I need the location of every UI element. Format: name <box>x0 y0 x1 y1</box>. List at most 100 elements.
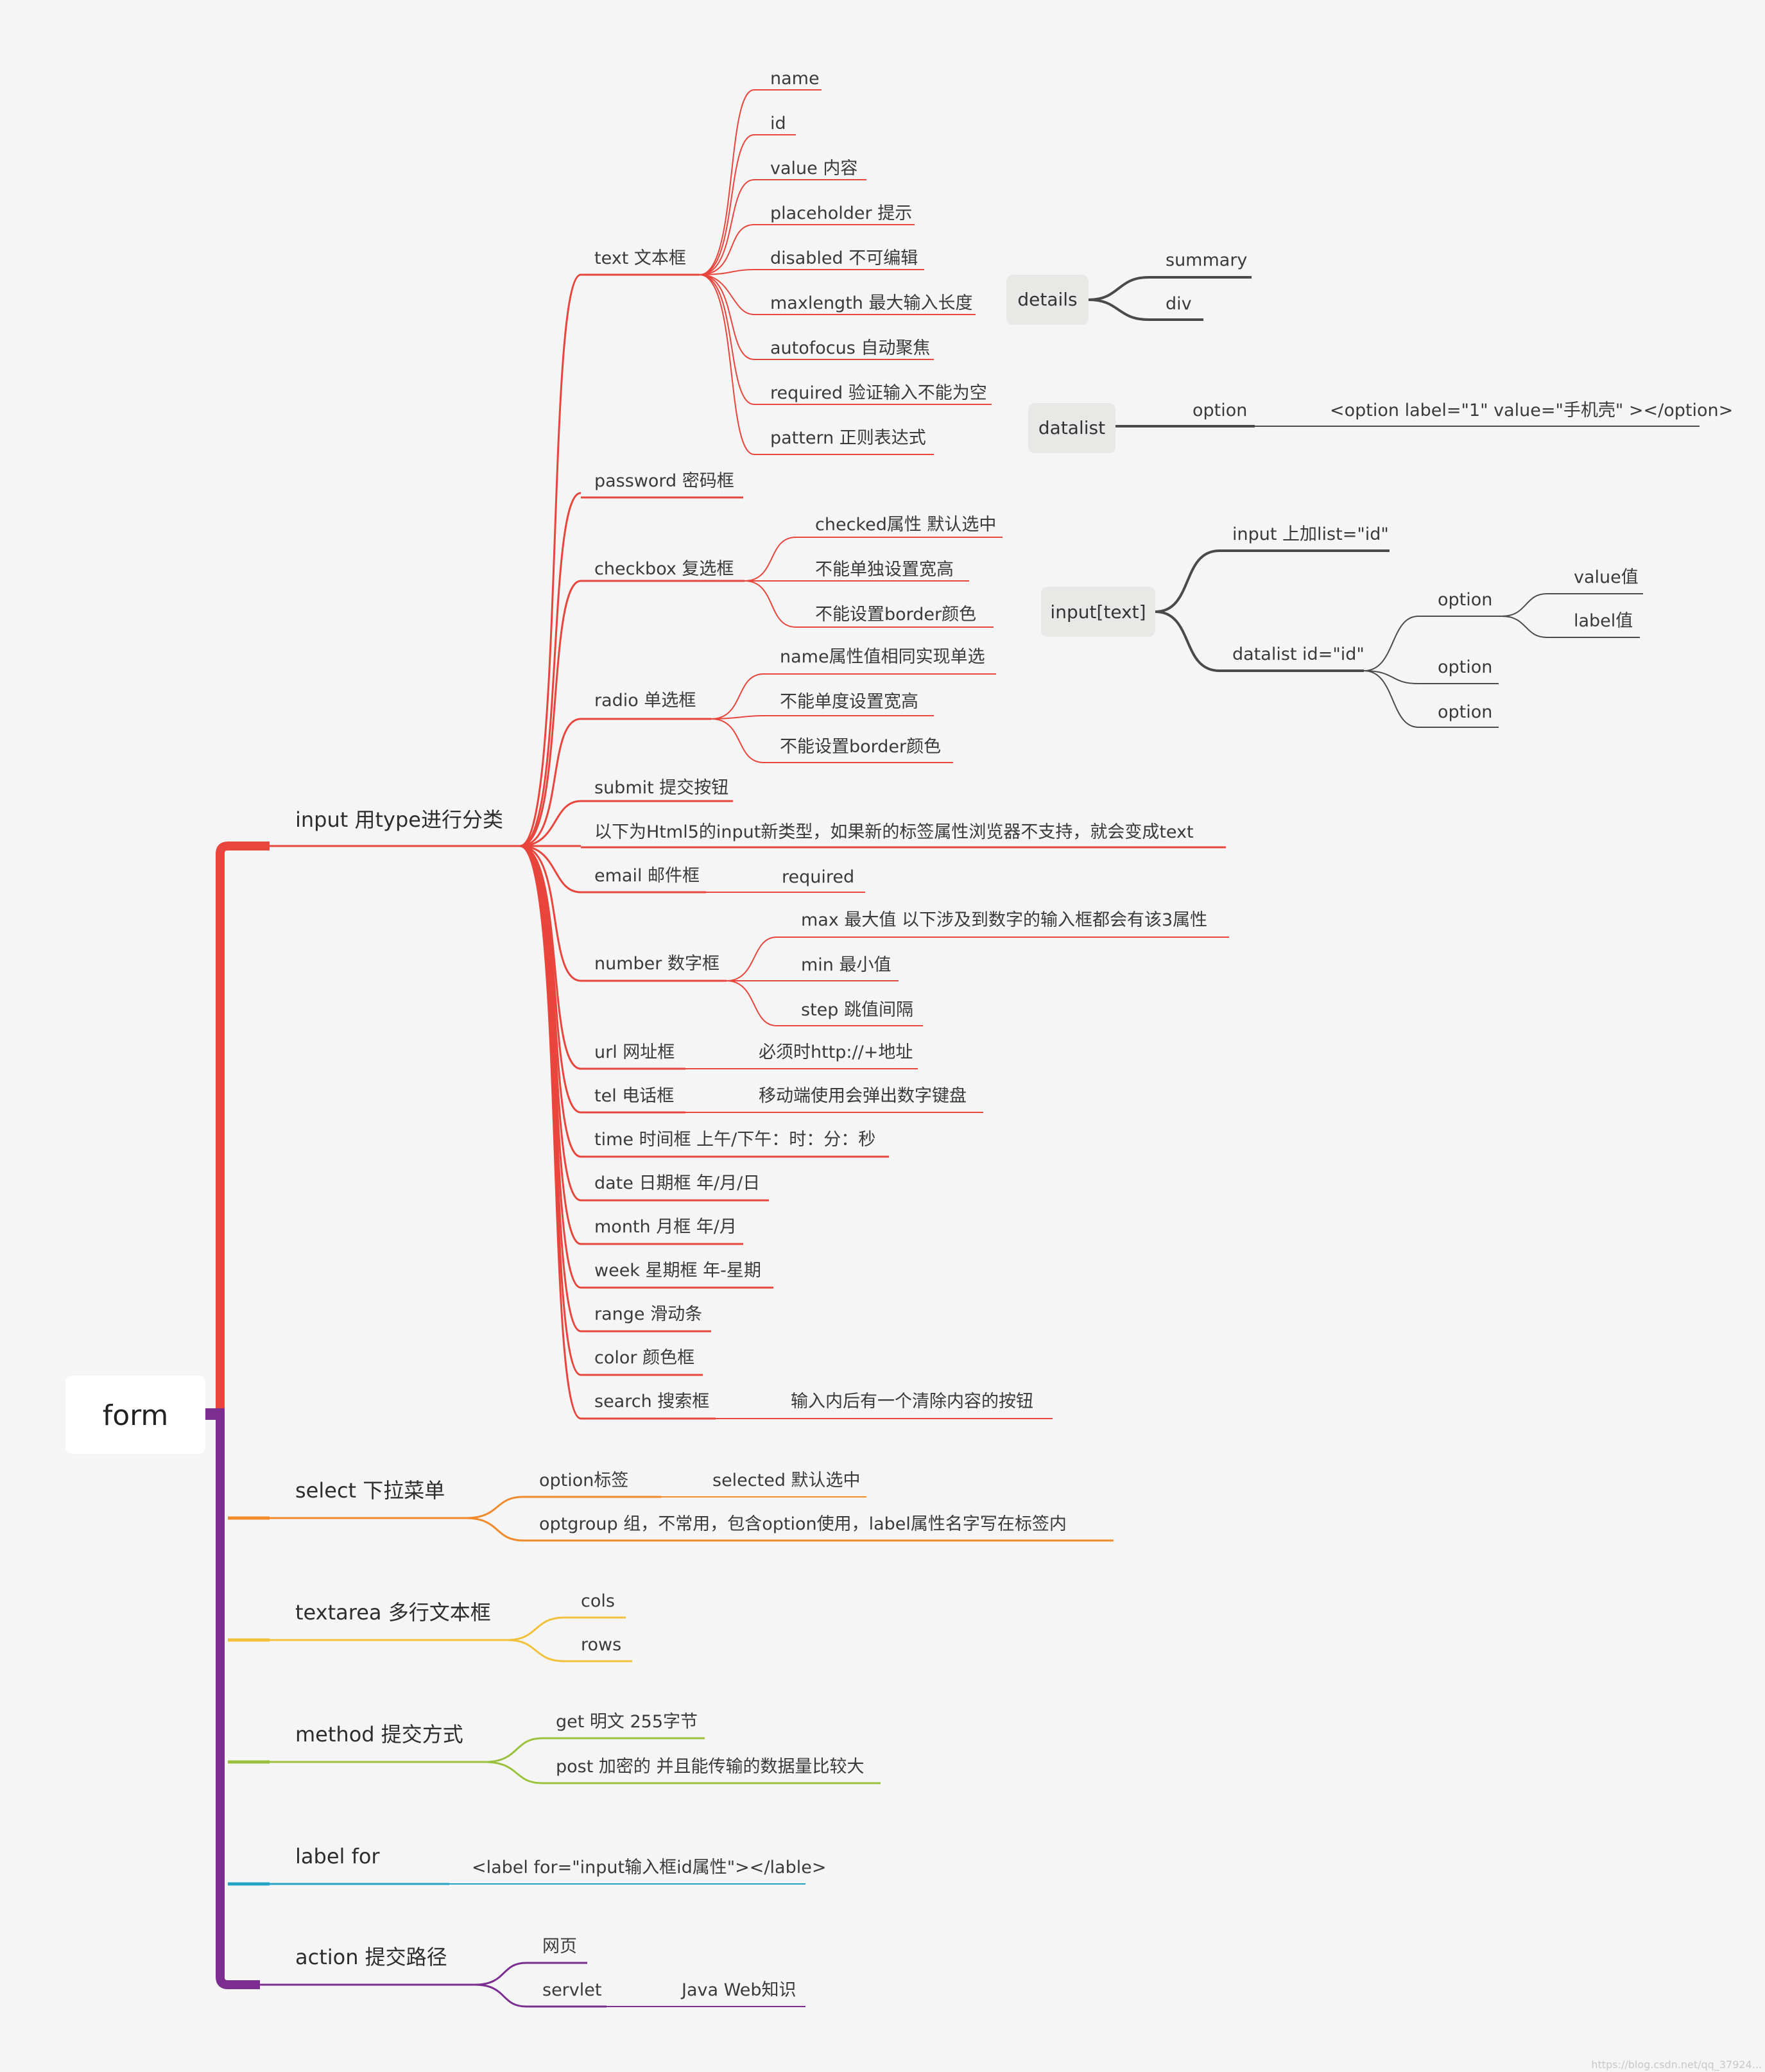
level1-connectors <box>228 1516 270 1886</box>
select-option-child: selected 默认选中 <box>712 1471 861 1490</box>
email-child: required <box>782 867 854 887</box>
datalist-option-child: <option label="1" value="手机壳" ></option> <box>1330 401 1733 420</box>
labelfor-child: <label for="input输入框id属性"></lable> <box>472 1858 826 1878</box>
text-item: placeholder 提示 <box>770 203 912 223</box>
node-html5-note[interactable]: 以下为Html5的input新类型，如果新的标签属性浏览器不支持，就会变成tex… <box>581 822 1226 849</box>
select-optgroup: optgroup 组，不常用，包含option使用，label属性名字写在标签内 <box>539 1514 1067 1534</box>
node-tel[interactable]: tel 电话框 移动端使用会弹出数字键盘 <box>581 1086 983 1114</box>
text-item: autofocus 自动聚焦 <box>770 338 930 358</box>
checkbox-item: 不能设置border颜色 <box>815 605 976 625</box>
root-spine <box>205 842 270 1989</box>
number-item: min 最小值 <box>801 955 891 975</box>
watermark: https://blog.csdn.net/qq_37924... <box>1591 2059 1762 2071</box>
svg-text:color 颜色框: color 颜色框 <box>594 1348 694 1368</box>
svg-text:week 星期框 年-星期: week 星期框 年-星期 <box>594 1261 761 1281</box>
branch-input: input 用type进行分类 text 文本框 <box>270 69 1229 1420</box>
select-label: select 下拉菜单 <box>295 1478 445 1503</box>
inputtext-option: option <box>1438 702 1492 722</box>
float-details[interactable]: details summary div <box>1006 250 1252 325</box>
node-month[interactable]: month 月框 年/月 <box>581 1217 743 1245</box>
node-date[interactable]: date 日期框 年/月/日 <box>581 1173 769 1202</box>
textarea-item: cols <box>581 1591 615 1611</box>
number-item: max 最大值 以下涉及到数字的输入框都会有该3属性 <box>801 910 1207 930</box>
textarea-item: rows <box>581 1635 621 1655</box>
root-label: form <box>103 1399 169 1432</box>
node-week[interactable]: week 星期框 年-星期 <box>581 1261 773 1289</box>
method-label: method 提交方式 <box>295 1722 463 1747</box>
float-datalist[interactable]: datalist option <option label="1" value=… <box>1028 401 1733 453</box>
checkbox-item: 不能单独设置宽高 <box>815 560 954 580</box>
node-search[interactable]: search 搜索框 输入内后有一个清除内容的按钮 <box>581 1392 1053 1420</box>
svg-text:input[text]: input[text] <box>1050 601 1146 623</box>
svg-text:month 月框 年/月: month 月框 年/月 <box>594 1217 737 1237</box>
action-label: action 提交路径 <box>295 1945 447 1969</box>
inputtext-option: option <box>1438 657 1492 677</box>
svg-text:time 时间框 上午/下午：时：分：秒: time 时间框 上午/下午：时：分：秒 <box>594 1130 875 1150</box>
svg-text:email 邮件框: email 邮件框 <box>594 866 700 886</box>
node-radio[interactable]: radio 单选框 name属性值相同实现单选 不能单度设置宽高 不能设置bor… <box>581 647 996 763</box>
action-item: servlet <box>542 1980 601 2000</box>
svg-text:date 日期框 年/月/日: date 日期框 年/月/日 <box>594 1173 760 1193</box>
float-inputtext[interactable]: input[text] input 上加list="id" datalist i… <box>1041 524 1643 728</box>
action-servlet-child: Java Web知识 <box>680 1980 796 2000</box>
radio-item: 不能设置border颜色 <box>780 737 941 757</box>
datalist-option: option <box>1192 401 1247 420</box>
text-item: disabled 不可编辑 <box>770 248 918 268</box>
branch-textarea[interactable]: textarea 多行文本框 cols rows <box>270 1591 632 1662</box>
method-item: get 明文 255字节 <box>556 1712 698 1732</box>
branch-labelfor[interactable]: label for <label for="input输入框id属性"></la… <box>270 1844 826 1885</box>
text-item: maxlength 最大输入长度 <box>770 293 972 313</box>
node-submit[interactable]: submit 提交按钮 <box>581 778 733 802</box>
svg-text:range 滑动条: range 滑动条 <box>594 1304 702 1324</box>
node-text[interactable]: text 文本框 <box>581 69 992 455</box>
node-password[interactable]: password 密码框 <box>581 471 743 499</box>
svg-text:tel 电话框: tel 电话框 <box>594 1086 674 1106</box>
input-fan <box>519 273 581 1420</box>
inputtext-option: option <box>1438 590 1492 610</box>
spine-red <box>216 842 270 1412</box>
radio-item: 不能单度设置宽高 <box>780 692 918 712</box>
tel-child: 移动端使用会弹出数字键盘 <box>759 1086 967 1106</box>
svg-text:radio 单选框: radio 单选框 <box>594 691 696 711</box>
option-attr: label值 <box>1574 611 1633 631</box>
branch-select[interactable]: select 下拉菜单 option标签 selected 默认选中 optgr… <box>270 1471 1114 1542</box>
svg-text:url 网址框: url 网址框 <box>594 1042 675 1062</box>
number-item: step 跳值间隔 <box>801 1000 913 1020</box>
search-child: 输入内后有一个清除内容的按钮 <box>791 1392 1033 1412</box>
textarea-label: textarea 多行文本框 <box>295 1600 491 1625</box>
svg-text:search 搜索框: search 搜索框 <box>594 1392 709 1412</box>
svg-text:submit 提交按钮: submit 提交按钮 <box>594 778 728 798</box>
text-item: id <box>770 114 786 134</box>
node-email[interactable]: email 邮件框 required <box>581 866 865 894</box>
inputtext-datalist: datalist id="id" <box>1232 644 1365 664</box>
details-item: div <box>1166 294 1192 314</box>
branch-action[interactable]: action 提交路径 网页 servlet Java Web知识 <box>260 1937 805 2008</box>
svg-text:details: details <box>1017 289 1077 310</box>
details-item: summary <box>1166 250 1247 270</box>
text-fan <box>699 89 755 455</box>
branch-method[interactable]: method 提交方式 get 明文 255字节 post 加密的 并且能传输的… <box>270 1712 881 1784</box>
inputtext-top: input 上加list="id" <box>1232 524 1389 544</box>
text-item: name <box>770 69 820 89</box>
node-url[interactable]: url 网址框 必须时http://+地址 <box>581 1042 918 1070</box>
node-checkbox[interactable]: checkbox 复选框 checked属性 默认选中 不能单独设置宽高 不能设… <box>581 515 1003 628</box>
radio-item: name属性值相同实现单选 <box>780 647 985 667</box>
checkbox-item: checked属性 默认选中 <box>815 515 996 535</box>
option-attr: value值 <box>1574 567 1639 587</box>
url-child: 必须时http://+地址 <box>759 1042 913 1062</box>
text-item: pattern 正则表达式 <box>770 428 926 448</box>
input-label[interactable]: input 用type进行分类 <box>295 807 503 832</box>
spine-purple <box>216 1412 260 1989</box>
node-range[interactable]: range 滑动条 <box>581 1304 711 1333</box>
text-item: value 内容 <box>770 159 857 178</box>
svg-text:checkbox 复选框: checkbox 复选框 <box>594 559 734 579</box>
select-option: option标签 <box>539 1471 628 1490</box>
method-item: post 加密的 并且能传输的数据量比较大 <box>556 1757 864 1777</box>
node-color[interactable]: color 颜色框 <box>581 1348 703 1376</box>
root-node[interactable]: form <box>65 1376 205 1454</box>
svg-text:以下为Html5的input新类型，如果新的标签属性浏览器不: 以下为Html5的input新类型，如果新的标签属性浏览器不支持，就会变成tex… <box>594 822 1194 842</box>
node-number[interactable]: number 数字框 max 最大值 以下涉及到数字的输入框都会有该3属性 mi… <box>581 910 1229 1026</box>
action-item: 网页 <box>542 1937 577 1956</box>
node-time[interactable]: time 时间框 上午/下午：时：分：秒 <box>581 1130 889 1158</box>
